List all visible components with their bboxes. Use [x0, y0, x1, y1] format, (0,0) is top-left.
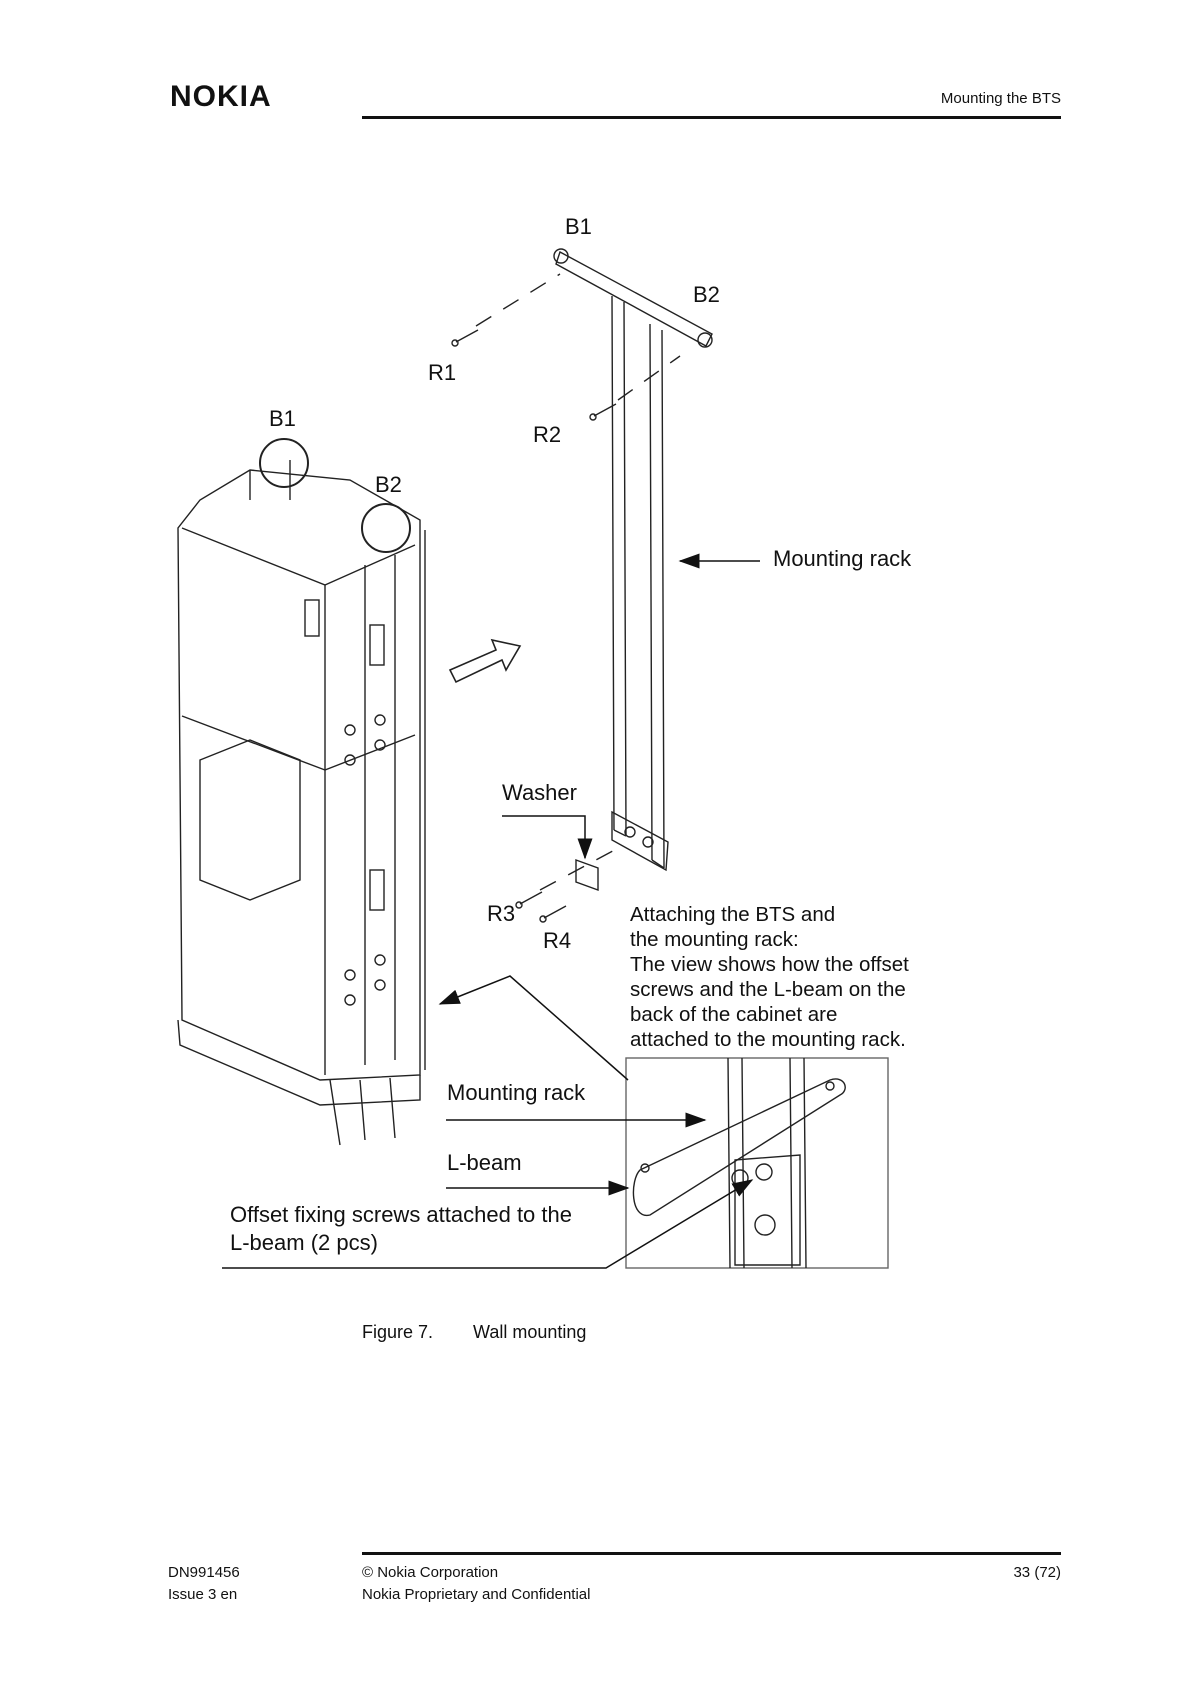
b1-highlight-circle [259, 438, 309, 488]
label-r1: R1 [428, 360, 457, 385]
description-line: attached to the mounting rack. [630, 1028, 906, 1051]
description-line: back of the cabinet are [630, 1003, 838, 1026]
detail-inset-drawing [625, 1057, 889, 1269]
label-mounting-rack-bottom: Mounting rack [447, 1080, 586, 1105]
screw-r3 [515, 891, 543, 909]
leader-inset-to-cabinet [438, 975, 629, 1081]
footer-page-number: 33 (72) [1013, 1564, 1061, 1581]
mounting-rack-drawing [553, 248, 713, 872]
label-b2-cabinet: B2 [375, 472, 402, 497]
screw-alignment-lines [475, 273, 681, 891]
description-line: the mounting rack: [630, 928, 799, 951]
label-offset-screws-line1: Offset fixing screws attached to the [230, 1202, 572, 1227]
figure-description: Attaching the BTS and the mounting rack:… [630, 902, 950, 1052]
label-r3: R3 [487, 901, 516, 926]
figure-caption-title: Wall mounting [473, 1322, 587, 1342]
mounting-direction-arrow [448, 638, 522, 684]
label-offset-screws-line2: L-beam (2 pcs) [230, 1230, 378, 1255]
footer-confidentiality: Nokia Proprietary and Confidential [362, 1586, 591, 1603]
description-line: Attaching the BTS and [630, 903, 836, 926]
header-section-title: Mounting the BTS [940, 90, 1061, 107]
description-line: screws and the L-beam on the [630, 978, 906, 1001]
description-line: The view shows how the offset [630, 953, 909, 976]
label-r2: R2 [533, 422, 562, 447]
label-mounting-rack-top: Mounting rack [773, 546, 912, 571]
label-b2-top: B2 [693, 282, 720, 307]
screw-r1 [451, 329, 479, 347]
label-r4: R4 [543, 928, 572, 953]
label-b1-top: B1 [565, 214, 592, 239]
label-b1-cabinet: B1 [269, 406, 296, 431]
label-washer: Washer [502, 780, 577, 805]
figure-caption-number: Figure 7. [362, 1322, 434, 1342]
label-l-beam: L-beam [447, 1150, 522, 1175]
nokia-logo: NOKIA [170, 80, 272, 113]
footer-issue: Issue 3 en [168, 1586, 238, 1603]
screw-r4 [539, 905, 567, 923]
footer-doc-info: DN991456 Issue 3 en [168, 1562, 240, 1606]
footer-copyright: © Nokia Corporation [362, 1564, 499, 1581]
b2-highlight-circle [361, 503, 411, 553]
washer-drawing [575, 859, 599, 891]
screw-r2 [589, 403, 617, 421]
header-rule [362, 116, 1061, 119]
footer-doc-id: DN991456 [168, 1564, 240, 1581]
footer-rule [362, 1552, 1061, 1555]
leader-offset-screws [222, 1179, 754, 1269]
footer-legal: © Nokia Corporation Nokia Proprietary an… [362, 1562, 590, 1606]
leader-washer [502, 815, 593, 860]
bts-cabinet-drawing [177, 460, 426, 1146]
